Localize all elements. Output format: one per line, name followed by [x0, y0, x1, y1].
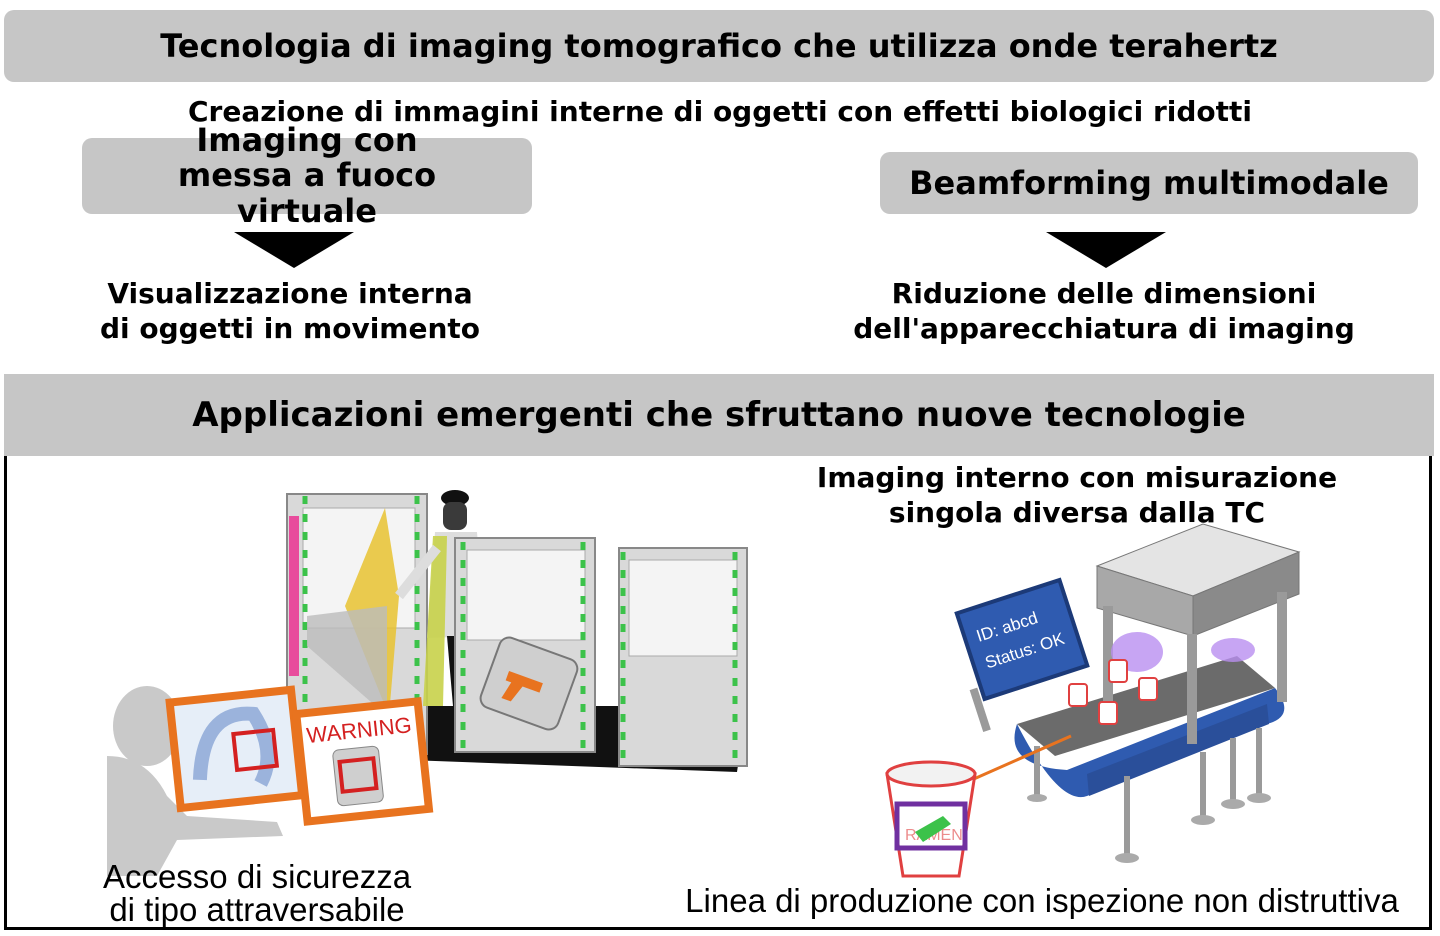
left-result-line1: Visualizzazione interna: [107, 277, 473, 310]
conveyor-feet: [1027, 793, 1271, 863]
gate-pink-strip-1: [289, 516, 299, 676]
inspection-hood: [1095, 523, 1301, 744]
left-down-arrow: [234, 232, 354, 268]
left-caption: Accesso di sicurezza di tipo attraversab…: [67, 860, 447, 926]
right-down-arrow: [1046, 232, 1166, 268]
applications-illustration: WARNING ID: abcd Status: OK: [107, 490, 1301, 878]
production-line-illustration: ID: abcd Status: OK: [885, 523, 1301, 878]
applications-title-box: Applicazioni emergenti che sfruttano nuo…: [4, 374, 1434, 456]
conveyor-belt: [1014, 656, 1285, 798]
left-caption-line1: Accesso di sicurezza: [102, 858, 412, 895]
security-gate-illustration: WARNING: [107, 490, 748, 876]
subtitle: Creazione di immagini interne di oggetti…: [187, 95, 1253, 128]
applications-panel: WARNING ID: abcd Status: OK: [4, 456, 1432, 930]
beamforming-box: Beamforming multimodale: [880, 152, 1418, 214]
ramen-cup-large: RAMEN: [885, 760, 977, 878]
main-title-box: Tecnologia di imaging tomografico che ut…: [4, 10, 1434, 82]
beamforming-label: Beamforming multimodale: [909, 164, 1389, 202]
right-panel-heading: Imaging interno con misurazione singola …: [787, 460, 1367, 530]
right-result-line2: dell'apparecchiatura di imaging: [853, 312, 1355, 345]
suitcase-with-gun: [479, 636, 579, 731]
operator-silhouette: [107, 686, 283, 876]
left-caption-line2: di tipo attraversabile: [109, 891, 405, 928]
ramen-cups-small: [1068, 659, 1158, 725]
main-title: Tecnologia di imaging tomografico che ut…: [160, 27, 1278, 65]
laser-line: [966, 734, 1072, 784]
left-result: Visualizzazione interna di oggetti in mo…: [40, 276, 540, 346]
conveyor-legs: [1034, 728, 1262, 856]
left-result-line2: di oggetti in movimento: [99, 312, 481, 345]
scan-screen-1: [165, 685, 307, 813]
virtual-focus-label: Imaging con messa a fuoco virtuale: [177, 121, 437, 230]
right-panel-heading-line1: Imaging interno con misurazione: [816, 461, 1338, 494]
applications-title: Applicazioni emergenti che sfruttano nuo…: [192, 395, 1246, 435]
status-monitor: ID: abcd Status: OK: [954, 577, 1090, 702]
right-caption: Linea di produzione con ispezione non di…: [685, 882, 1399, 919]
right-panel-heading-line2: singola diversa dalla TC: [888, 496, 1266, 529]
scan-screen-2: WARNING: [291, 696, 434, 826]
virtual-focus-box: Imaging con messa a fuoco virtuale: [82, 123, 532, 228]
right-result-line1: Riduzione delle dimensioni: [891, 277, 1317, 310]
right-result: Riduzione delle dimensioni dell'apparecc…: [800, 276, 1408, 346]
